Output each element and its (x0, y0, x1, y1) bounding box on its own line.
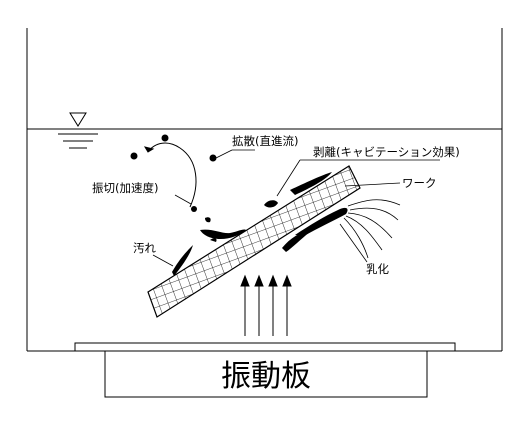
label-shear: 振切(加速度) (92, 181, 158, 195)
dirt-deposits (172, 172, 348, 276)
label-workpiece: ワーク (402, 176, 437, 190)
workpiece-bar (147, 165, 361, 318)
water-level-triangle-icon (58, 112, 98, 149)
label-dirt: 汚れ (133, 241, 156, 255)
label-peeling: 剥離(キャビテーション効果) (313, 145, 460, 159)
ultrasonic-wave-arrows (240, 274, 292, 336)
label-diffusion: 拡散(直進流) (232, 134, 298, 148)
emulsification-streaks (343, 199, 401, 259)
diffusion-particles (130, 134, 217, 223)
label-vibration-plate: 振動板 (221, 359, 311, 394)
leader-lines (152, 149, 440, 267)
trajectory-arrows (143, 142, 197, 208)
vibration-plate (74, 342, 456, 398)
label-emulsify: 乳化 (366, 262, 389, 276)
